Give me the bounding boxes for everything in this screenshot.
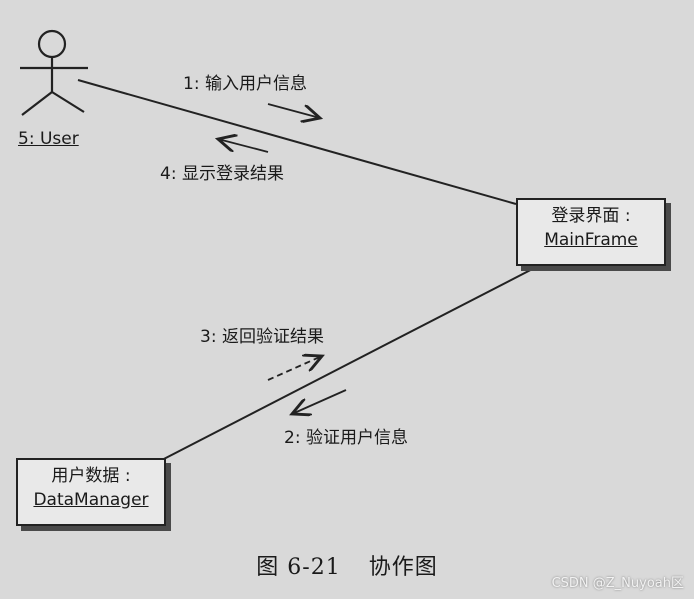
message-3-label: 3: 返回验证结果	[200, 327, 324, 347]
actor-label: 5: User	[18, 129, 79, 149]
arrow-m4	[218, 139, 269, 153]
arrow-m1	[267, 103, 320, 118]
message-2-label: 2: 验证用户信息	[284, 428, 408, 448]
figure-caption: 图 6-21 协作图	[0, 549, 694, 581]
arrow-m3	[267, 356, 322, 381]
actor-figure	[20, 29, 88, 116]
object-mainframe-name: 登录界面 :	[551, 206, 631, 226]
message-4-label: 4: 显示登录结果	[160, 164, 284, 184]
caption-number: 图 6-21	[256, 555, 341, 580]
object-datamanager: 用户数据 : DataManager	[16, 458, 166, 526]
caption-title: 协作图	[368, 555, 438, 580]
link-user-mainframe	[77, 79, 517, 205]
arrow-m2	[292, 389, 347, 414]
object-mainframe: 登录界面 : MainFrame	[516, 198, 666, 266]
message-1-label: 1: 输入用户信息	[183, 74, 307, 94]
object-datamanager-name: 用户数据 :	[51, 466, 131, 486]
object-datamanager-class: DataManager	[33, 490, 149, 510]
watermark: CSDN @Z_Nuyoah区	[551, 576, 684, 591]
link-mainframe-datamanager	[157, 261, 547, 463]
object-mainframe-class: MainFrame	[544, 230, 638, 250]
